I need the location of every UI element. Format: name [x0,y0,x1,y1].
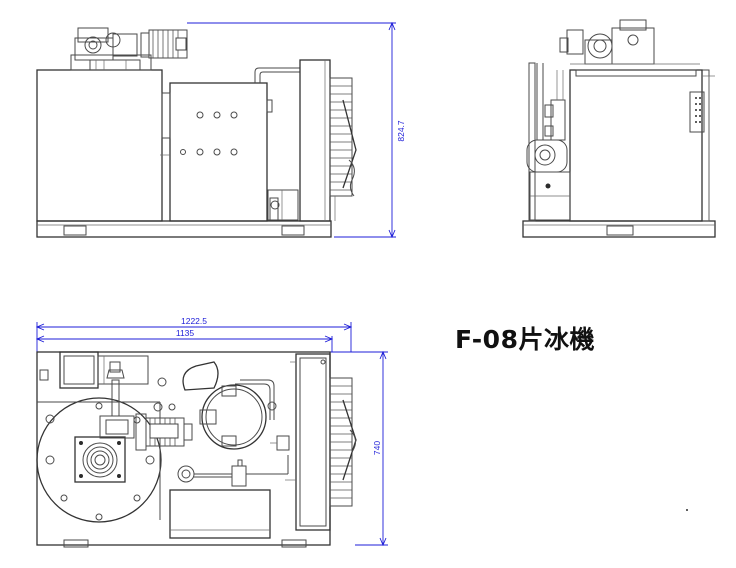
plan-view: 1222.5 1135 740 [35,316,388,548]
piping-side [254,67,300,221]
motor-plan [135,377,193,451]
end-grille [689,75,715,221]
dim-label-overall-length: 1222.5 [181,316,207,326]
dim-label-depth: 740 [372,441,382,455]
gear-motor-end [559,19,700,65]
dim-length: 1222.5 1135 [35,316,353,352]
control-box-plan [39,351,149,389]
side-foot-left [63,225,87,236]
end-view [522,19,716,238]
dim-label-frame-length: 1135 [176,328,195,338]
dim-label-height: 824.7 [396,120,406,142]
evaporator-drum-plan [36,369,162,523]
end-foot [606,225,634,236]
drier-plan [177,455,289,487]
control-box-side [160,82,273,222]
compressor-plan [182,361,290,451]
side-foot-right [281,225,305,236]
dim-depth: 740 [330,350,388,547]
pump-end [526,63,571,221]
product-title: F-08片冰機 [455,325,595,354]
end-housing [569,69,703,222]
water-tank-plan [169,489,271,539]
gear-motor-side [70,27,188,71]
evaporator-housing [36,69,163,222]
condenser-side [299,59,357,222]
condenser-plan [295,353,357,531]
dim-height-side: 824.7 [187,21,406,239]
side-view: 824.7 [36,21,406,239]
